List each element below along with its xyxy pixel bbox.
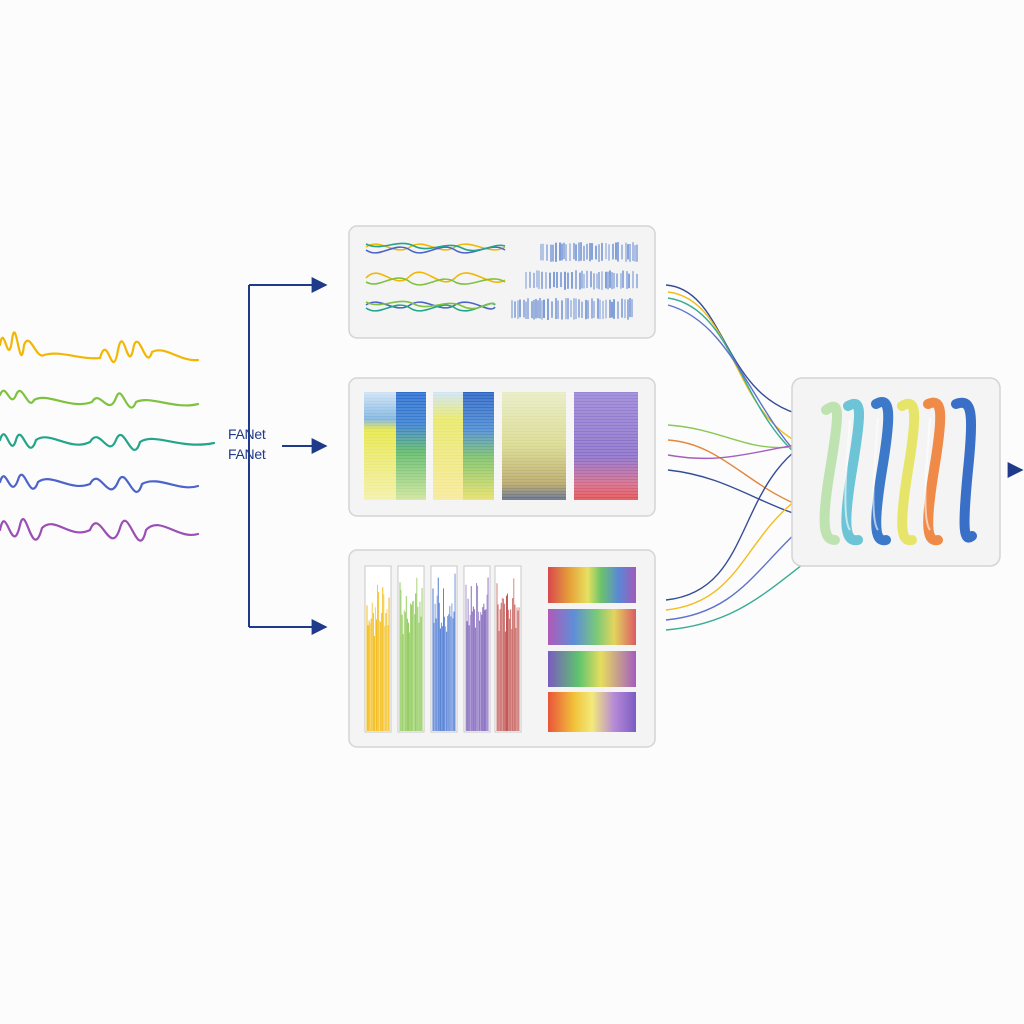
coil-band [897,398,920,546]
strip-wave-3c [365,300,496,310]
waveform-blue [0,473,200,493]
top-box-barcode [511,242,638,320]
waveform-teal [0,433,216,451]
waveform-green [0,389,200,409]
coil-band [951,397,977,543]
rainbow-bar-2 [548,609,636,645]
strip-wave-3a [365,301,496,310]
strip-wave-2b [365,277,506,286]
fusion-coil-highlights [844,417,931,531]
coil-highlight [872,417,879,531]
model-label-bottom: FANet [228,446,266,462]
rainbow-bar-4 [548,692,636,732]
branch-connector [248,277,328,635]
strip-wave-1c [365,242,506,252]
coil-band [871,397,894,546]
top-feature-box [348,225,656,339]
middle-feature-box [348,377,656,517]
spectrum-block-1-left [364,392,396,500]
fusion-curve [665,284,821,419]
coil-band [819,401,842,545]
model-label-top: FANet [228,426,266,442]
bottom-feature-box [348,549,656,748]
rainbow-bar-3 [548,651,636,687]
input-waveforms [0,331,216,542]
rainbow-bar-1 [548,567,636,603]
fusion-coils [819,397,977,546]
coil-highlight [844,419,851,531]
waveform-purple [0,518,200,542]
strip-wave-2a [365,271,506,283]
spectrum-block-1-right [396,392,426,500]
coil-band [923,397,946,546]
coil-highlight [924,417,931,531]
spectrum-block-2-right [463,392,494,500]
fusion-output-box [791,377,1001,567]
spike-columns [364,565,522,733]
middle-box-hatching [364,393,638,500]
spectrum-block-2-left [433,392,463,500]
spectrum-block-3 [502,392,566,500]
waveform-yellow [0,331,200,364]
spectrum-block-4 [574,392,638,500]
coil-band [841,398,864,546]
top-box-waves [365,242,506,312]
